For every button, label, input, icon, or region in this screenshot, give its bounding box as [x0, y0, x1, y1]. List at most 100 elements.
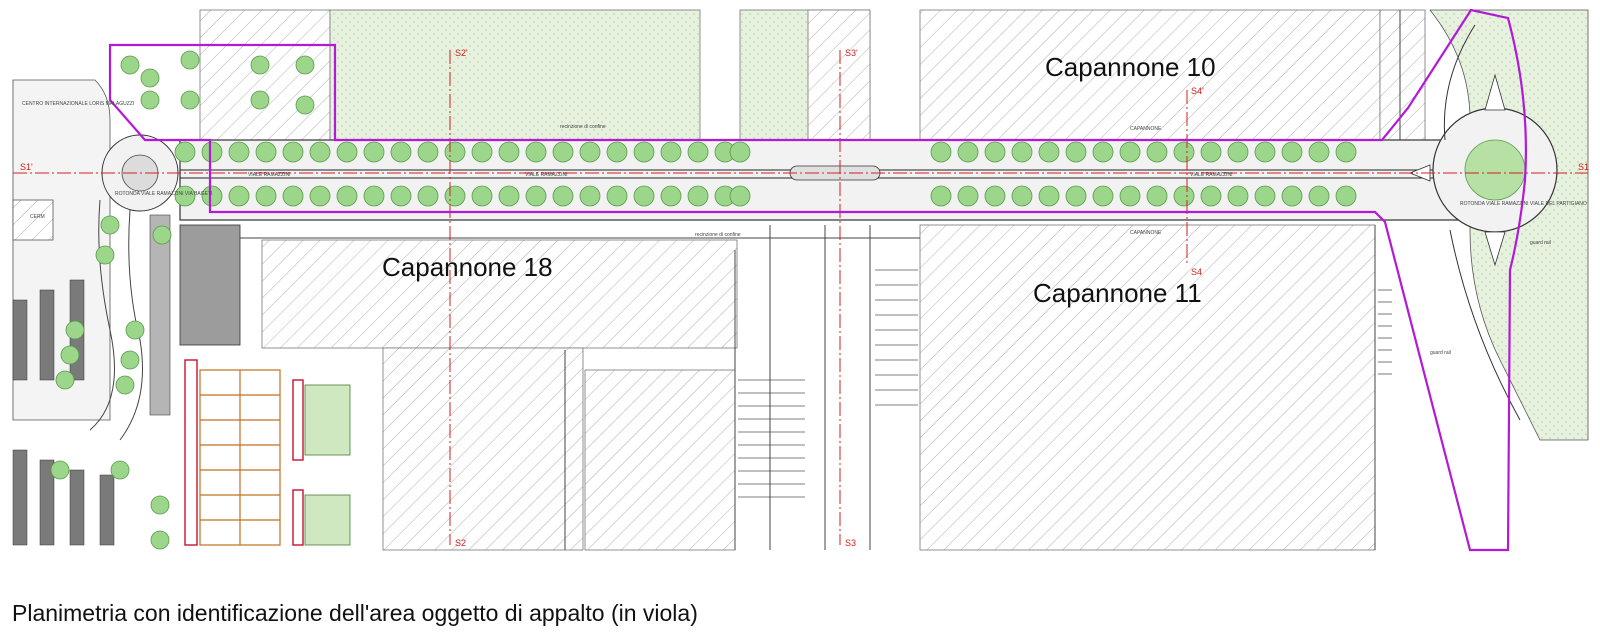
tree — [525, 141, 547, 163]
tree — [1254, 141, 1276, 163]
tree — [1308, 185, 1330, 207]
tree — [140, 68, 160, 88]
tree — [55, 370, 75, 390]
building-capannone-10-shape — [919, 9, 1381, 141]
grey-strip — [149, 214, 171, 416]
tree — [1146, 185, 1168, 207]
grey-block — [179, 224, 241, 346]
right-splitter-top — [1484, 73, 1506, 111]
building-lower-1 — [382, 347, 584, 551]
right-splitter-bottom — [1484, 231, 1506, 267]
tree — [606, 141, 628, 163]
tree — [295, 55, 315, 75]
tree — [1227, 141, 1249, 163]
centro-label: CENTRO INTERNAZIONALE LORIS MALAGUZZI — [22, 101, 134, 107]
tree — [1308, 141, 1330, 163]
tree — [1092, 185, 1114, 207]
tree — [152, 225, 172, 245]
tree — [250, 90, 270, 110]
tree — [1335, 185, 1357, 207]
tree — [1200, 185, 1222, 207]
tree — [125, 320, 145, 340]
tree — [660, 185, 682, 207]
tree — [1227, 185, 1249, 207]
tree — [1119, 141, 1141, 163]
tree — [228, 185, 250, 207]
tree — [1173, 185, 1195, 207]
tree — [120, 55, 140, 75]
right-road-edge-top — [1443, 24, 1476, 141]
tree — [552, 185, 574, 207]
green-field-top — [329, 9, 701, 141]
utility-plan — [199, 369, 281, 546]
tree — [1038, 141, 1060, 163]
section-s1-left-label: S1' — [20, 162, 33, 172]
tree — [930, 141, 952, 163]
tree — [363, 185, 385, 207]
tree — [1281, 185, 1303, 207]
contract-area-boundary — [108, 8, 1527, 552]
tree — [282, 185, 304, 207]
building-capannone-11-shape — [919, 224, 1376, 551]
tree — [336, 185, 358, 207]
capannone-10-label: Capannone 10 — [1045, 52, 1216, 82]
tree — [633, 141, 655, 163]
tree — [633, 185, 655, 207]
section-s4-top-label: S4' — [1191, 86, 1204, 96]
tree — [309, 185, 331, 207]
tree — [60, 345, 80, 365]
tree — [606, 185, 628, 207]
tree — [729, 141, 751, 163]
tree — [1065, 185, 1087, 207]
tree — [336, 141, 358, 163]
recinzione-label-2: recinzione di confine — [695, 232, 741, 238]
tree — [140, 90, 160, 110]
tree — [471, 141, 493, 163]
section-s4-bottom-label: S4 — [1191, 267, 1202, 277]
rotonda-right-label: ROTONDA VIALE RAMAZZINI VIALE DEL PARTIG… — [1460, 201, 1587, 207]
section-s3-top-label: S3' — [845, 48, 858, 58]
guard-rail-label-2: guard rail — [1430, 350, 1451, 356]
tree — [957, 185, 979, 207]
tree — [201, 185, 223, 207]
tree — [1254, 185, 1276, 207]
section-s2-top-label: S2' — [455, 48, 468, 58]
tree — [444, 185, 466, 207]
cerm-building — [12, 199, 54, 241]
tree — [417, 185, 439, 207]
building-capannone-18-shape — [261, 239, 738, 349]
capannone-18-label: Capannone 18 — [382, 252, 553, 282]
capannone-small-label-1: CAPANNONE — [1130, 126, 1162, 132]
viale-label-1: VIALE RAMAZZINI — [248, 172, 291, 178]
tree — [930, 185, 952, 207]
tree — [110, 460, 130, 480]
guard-rail-label-1: guard rail — [1530, 240, 1551, 246]
tree — [295, 95, 315, 115]
capannone-11-label: Capannone 11 — [1033, 278, 1202, 308]
tree — [498, 185, 520, 207]
viale-label-2: VIALE RAMAZZINI — [525, 172, 568, 178]
tree — [471, 185, 493, 207]
section-lines — [13, 50, 1588, 545]
tree — [174, 141, 196, 163]
tree — [957, 141, 979, 163]
tree — [174, 185, 196, 207]
green-plot-1 — [304, 384, 351, 456]
tree — [150, 530, 170, 550]
tree — [660, 141, 682, 163]
section-s3-bottom-label: S3 — [845, 538, 856, 548]
tree — [984, 141, 1006, 163]
tree — [255, 185, 277, 207]
left-curved-road-2 — [119, 209, 143, 441]
tree — [1065, 141, 1087, 163]
tree — [390, 185, 412, 207]
tree — [65, 320, 85, 340]
tree — [984, 185, 1006, 207]
tree — [729, 185, 751, 207]
tree — [1092, 141, 1114, 163]
tree — [579, 185, 601, 207]
tree — [552, 141, 574, 163]
tree — [687, 185, 709, 207]
tree — [228, 141, 250, 163]
tree — [180, 90, 200, 110]
